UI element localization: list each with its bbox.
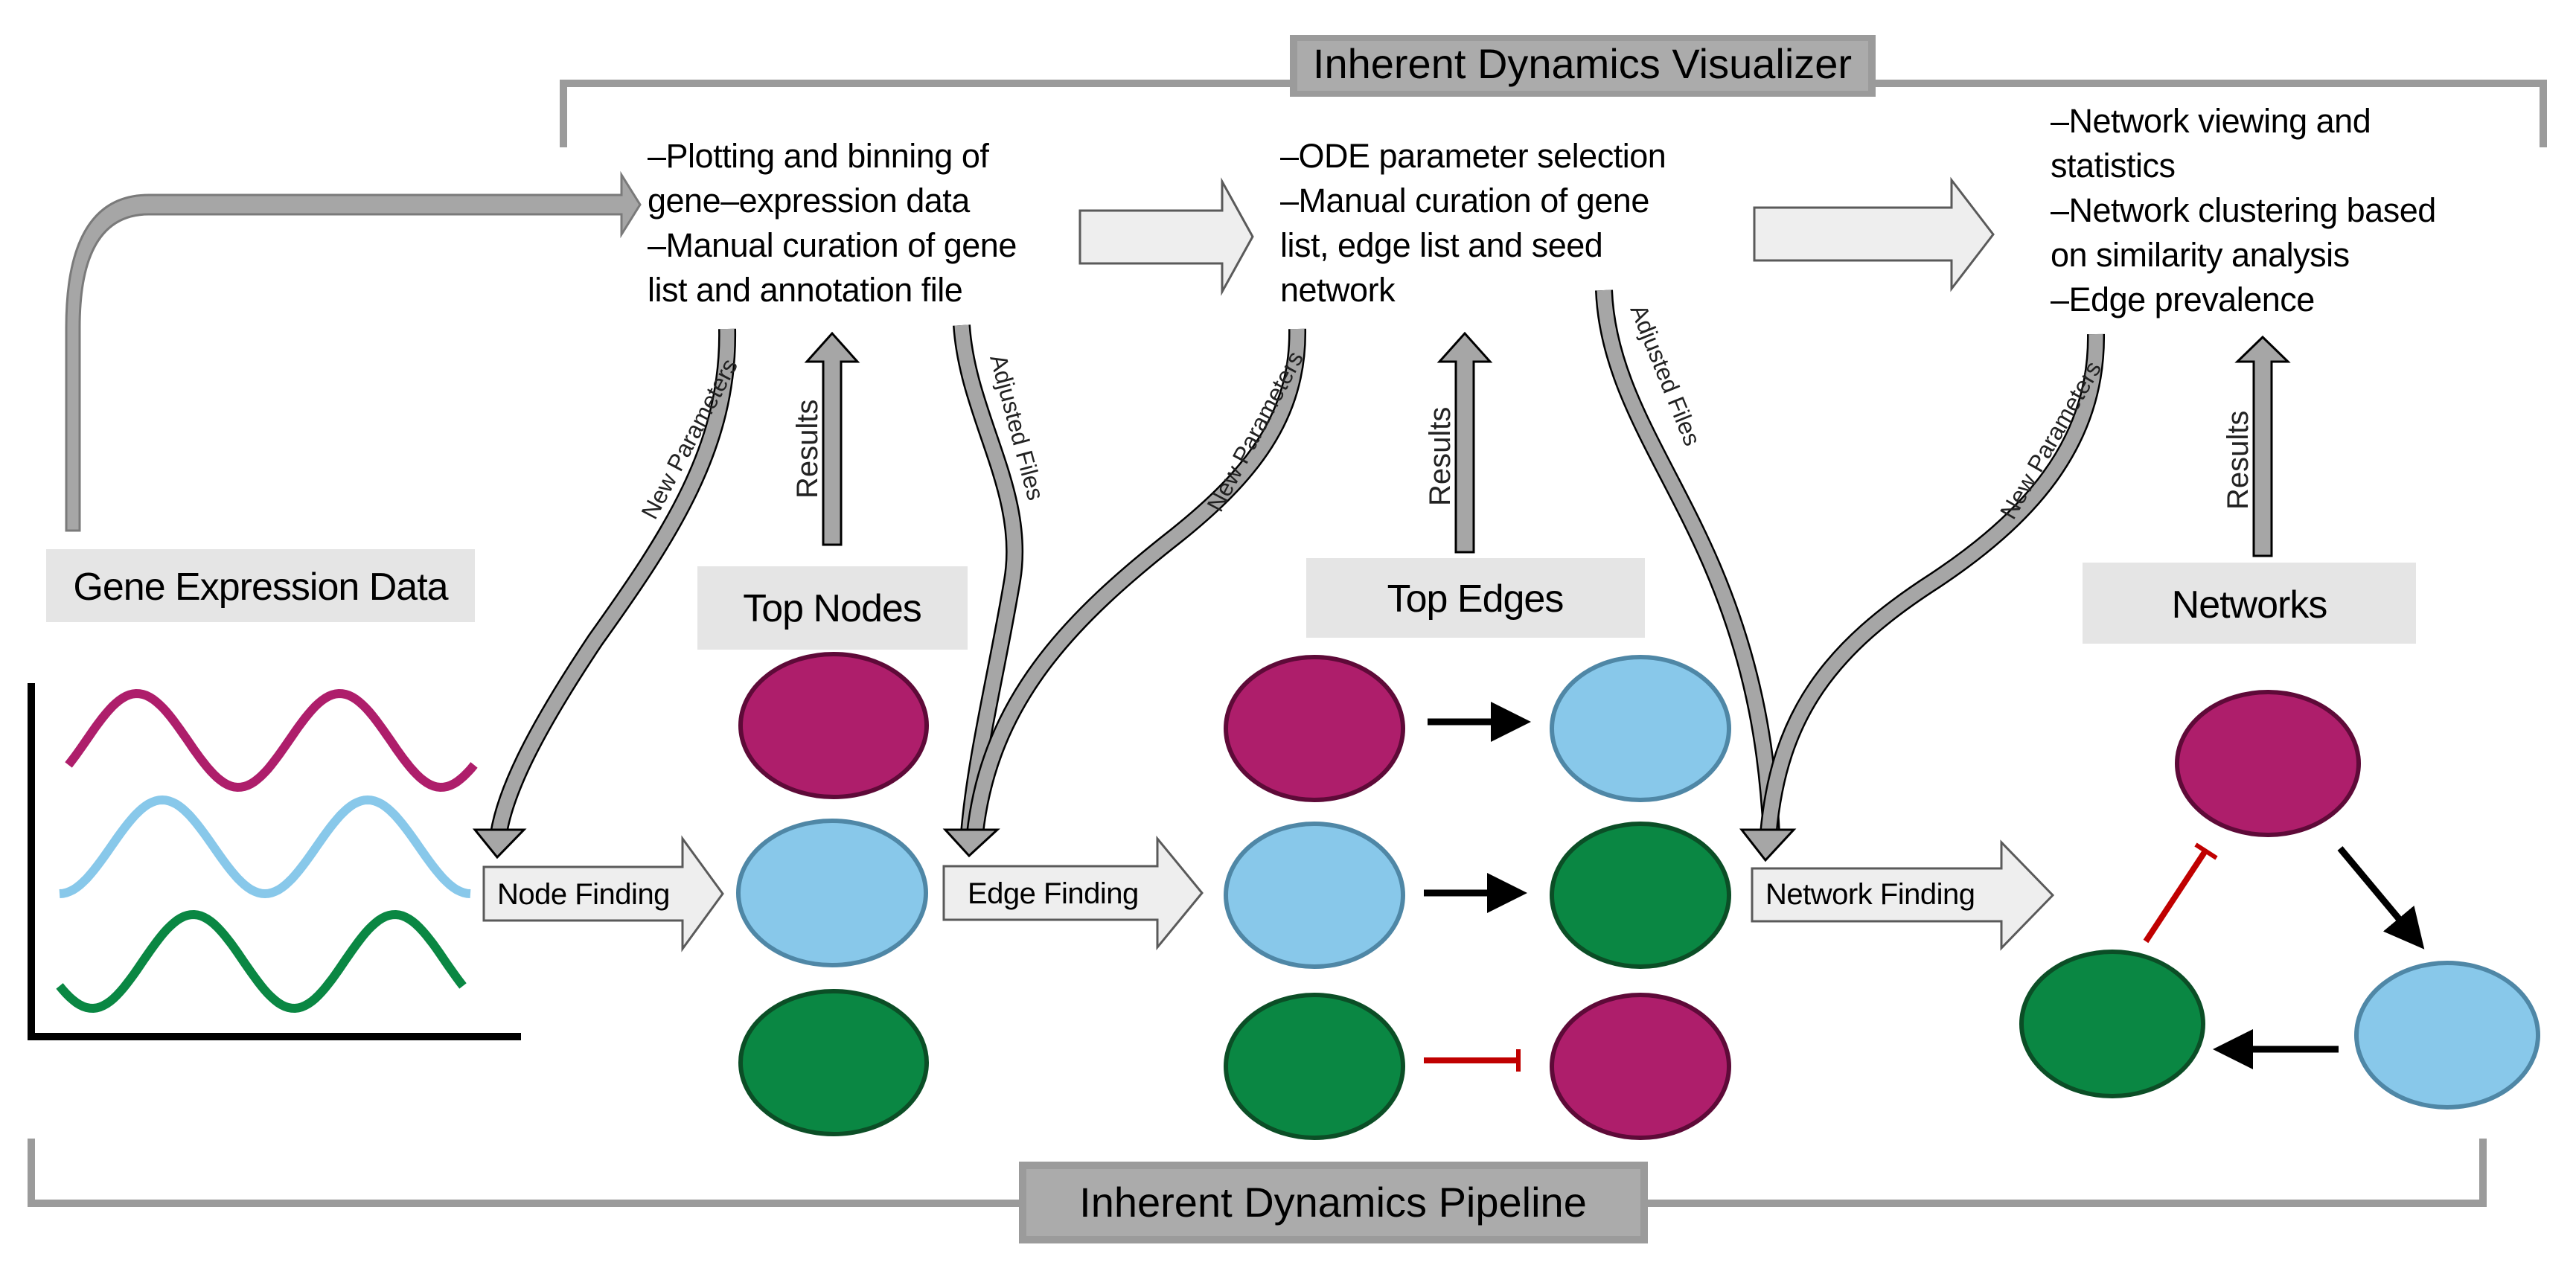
results-arrow-3: Results (2222, 335, 2291, 557)
network-finding-step: Network Finding (1751, 839, 2055, 951)
edge-1-source-magenta (1224, 655, 1405, 802)
top-nodes-label: Top Nodes (743, 587, 921, 630)
data-entry-arrow (65, 170, 642, 532)
results-label: Results (791, 400, 824, 499)
new-parameters-label: New Parameters (1995, 356, 2106, 523)
adjusted-files-arrow-1: Adjusted Files (953, 324, 1049, 834)
network-edge-inhibition-green-to-magenta (2143, 850, 2208, 944)
up-arrow-icon (804, 331, 860, 546)
network-node-magenta (2175, 690, 2361, 837)
gene-expression-label: Gene Expression Data (73, 566, 448, 609)
gene-curve-light-blue (59, 795, 471, 899)
visualizer-panel-3: –Network viewing and statistics –Network… (2051, 102, 2436, 318)
inhibition-bar-icon (2194, 842, 2218, 860)
edge-3-target-magenta (1550, 993, 1731, 1140)
gene-expression-plot (28, 683, 521, 1040)
pipeline-banner: Inherent Dynamics Pipeline (1019, 1162, 1648, 1243)
new-parameters-label: New Parameters (1201, 347, 1308, 516)
node-finding-step: Node Finding (482, 835, 724, 953)
up-arrow-icon (2234, 335, 2291, 557)
gene-curve-magenta (65, 688, 478, 793)
visualizer-banner: Inherent Dynamics Visualizer (1290, 35, 1876, 97)
stage-label-top-nodes: Top Nodes (697, 566, 968, 650)
panel-2-line: –ODE parameter selection (1280, 137, 1666, 175)
panel-transition-arrow-1 (1078, 177, 1254, 296)
edge-finding-label: Edge Finding (968, 877, 1139, 910)
node-finding-label: Node Finding (497, 878, 670, 911)
network-graph (2019, 690, 2540, 1110)
edge-1-target-light-blue (1550, 655, 1731, 802)
results-arrow-2: Results (1424, 331, 1493, 554)
top-edges-grid (1224, 655, 1731, 1140)
edge-2-source-light-blue (1224, 822, 1405, 969)
node-green (738, 989, 929, 1136)
visualizer-panel-2: –ODE parameter selection –Manual curatio… (1280, 137, 1666, 309)
stage-label-top-edges: Top Edges (1306, 558, 1645, 638)
panel-3-line: on similarity analysis (2051, 236, 2350, 274)
network-node-light-blue (2354, 961, 2540, 1110)
visualizer-bracket (560, 80, 2547, 147)
panel-3-line: statistics (2051, 147, 2176, 185)
results-arrow-1: Results (791, 331, 860, 546)
network-node-green (2019, 950, 2205, 1098)
panel-2-line: network (1280, 271, 1396, 309)
panel-transition-arrow-2 (1753, 176, 1995, 292)
visualizer-title: Inherent Dynamics Visualizer (1313, 40, 1852, 87)
new-parameters-arrow-3: New Parameters (1739, 333, 2106, 862)
network-finding-label: Network Finding (1765, 878, 1975, 911)
stage-label-gene-expression: Gene Expression Data (46, 549, 475, 622)
panel-2-line: –Manual curation of gene (1280, 182, 1649, 220)
panel-3-line: –Edge prevalence (2051, 281, 2315, 318)
network-edge-activation-magenta-to-blue (2337, 846, 2425, 950)
top-edges-label: Top Edges (1387, 577, 1564, 621)
node-magenta (738, 652, 929, 799)
panel-3-line: –Network clustering based (2051, 191, 2436, 229)
node-light-blue (736, 819, 928, 967)
panel-2-line: list, edge list and seed (1280, 226, 1602, 264)
panel-1-line: gene–expression data (648, 182, 971, 220)
results-label: Results (2222, 411, 2254, 510)
edge-2-target-green (1550, 822, 1731, 969)
top-nodes-column (736, 652, 929, 1136)
panel-1-line: –Manual curation of gene (648, 226, 1017, 264)
edge-3-source-green (1224, 993, 1405, 1140)
panel-1-line: list and annotation file (648, 271, 962, 309)
networks-label: Networks (2172, 583, 2327, 627)
panel-3-line: –Network viewing and (2051, 102, 2371, 140)
edge-finding-step: Edge Finding (942, 835, 1204, 951)
stage-label-networks: Networks (2083, 563, 2416, 644)
pipeline-title: Inherent Dynamics Pipeline (1079, 1179, 1587, 1226)
pipeline-bracket (28, 1139, 2487, 1207)
results-label: Results (1424, 407, 1457, 506)
visualizer-panel-1: –Plotting and binning of gene–expression… (648, 137, 1017, 309)
gene-curve-green (56, 909, 467, 1014)
up-arrow-icon (1436, 331, 1493, 554)
panel-1-line: –Plotting and binning of (648, 137, 989, 175)
